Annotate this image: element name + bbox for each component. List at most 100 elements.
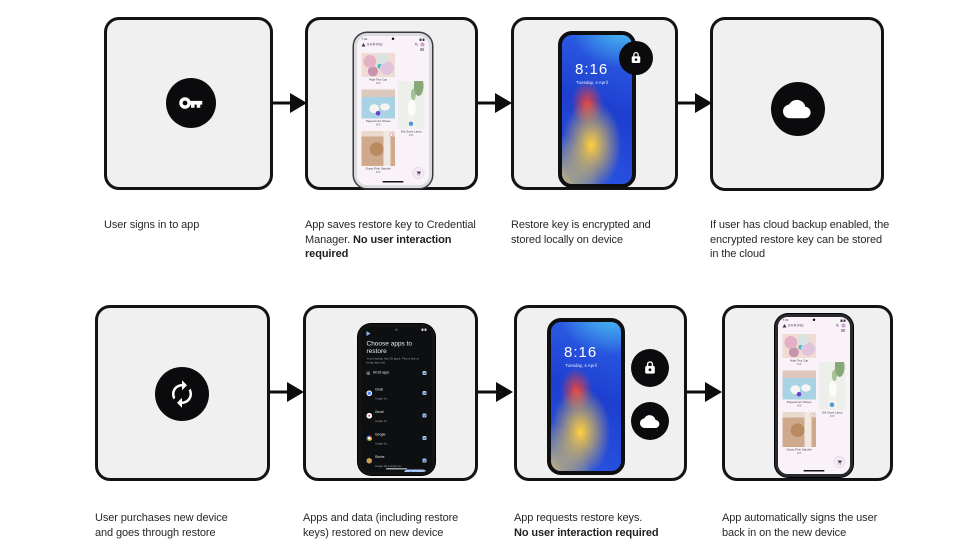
lock-badge — [619, 41, 653, 75]
step-caption-5: User purchases new device and goes throu… — [95, 512, 228, 539]
checkbox-app — [422, 436, 427, 440]
shrine-app-icon — [366, 457, 372, 464]
checkbox-app — [422, 458, 427, 463]
product-card: High Tea Cup $18 — [361, 53, 395, 85]
status-time: 7:30 — [782, 319, 789, 322]
avatar — [841, 323, 846, 328]
product-image-lamp — [818, 362, 846, 410]
shrine-screen: 7:30 SHRINE — [357, 36, 429, 185]
gesture-bar — [386, 467, 407, 470]
product-badge — [375, 111, 381, 116]
lock-icon — [631, 52, 641, 63]
search-icon — [835, 323, 839, 327]
step-caption-3: Restore key is encrypted and stored loca… — [511, 219, 651, 246]
lock-date: Tuesday, 4 April — [576, 80, 608, 85]
step-card-6: Choose apps to restore Your backup has 2… — [303, 305, 478, 481]
app-name: Google — [375, 433, 386, 437]
step-card-3: 8:16 Tuesday, 4 April — [511, 17, 678, 190]
lock-badge — [631, 349, 669, 387]
product-price: $25 — [375, 171, 381, 174]
product-name: High Tea Cup — [790, 359, 809, 363]
gesture-bar — [803, 469, 825, 472]
step-caption-6: Apps and data (including restore keys) r… — [303, 512, 459, 539]
google-logo-icon — [366, 331, 371, 336]
cart-fab — [412, 167, 425, 179]
cloud-icon — [771, 82, 825, 136]
cloud-badge — [631, 402, 669, 440]
status-icons — [419, 38, 425, 41]
filter-row — [357, 47, 429, 51]
lock-date: Tuesday, 4 April — [565, 363, 597, 368]
camera-dot — [395, 328, 398, 331]
checkbox-app — [422, 413, 427, 418]
product-image-teacup — [782, 334, 816, 358]
product-price: $25 — [796, 452, 802, 455]
app-vendor: Google Inc. — [375, 442, 388, 446]
checkbox-app — [422, 391, 427, 395]
cloud-icon — [639, 414, 659, 428]
app-name: Gmail — [375, 410, 384, 415]
sync-glyph — [172, 380, 192, 408]
product-name: Gilt Store Lamp — [400, 130, 422, 134]
flow-arrow-5 — [478, 382, 513, 402]
lock-wallpaper — [551, 322, 621, 471]
product-grid: High Tea Cup $18 Peppermint Shoes $58 — [357, 51, 429, 179]
camera-dot — [391, 37, 395, 40]
key-icon — [166, 78, 216, 128]
phone-locked: 8:16 Tuesday, 4 April — [558, 31, 636, 188]
step-caption-4: If user has cloud backup enabled, the en… — [710, 219, 890, 261]
shrine-screen: 7:30 SHRINE — [778, 317, 850, 474]
product-name: Peppermint Shoes — [786, 401, 812, 404]
step-caption-2: App saves restore key to Credential Mana… — [305, 219, 476, 261]
product-badge — [408, 121, 414, 126]
step-card-5 — [95, 305, 270, 481]
cloud-glyph — [783, 99, 811, 119]
product-image-satchel — [782, 412, 816, 447]
flow-arrow-2 — [477, 93, 512, 113]
checkbox-all-apps — [422, 371, 427, 375]
gmail-app-icon — [366, 412, 372, 419]
key-glyph — [179, 97, 203, 109]
shrine-logo-icon — [782, 323, 787, 328]
status-bar: 7:30 — [778, 317, 850, 322]
status-icons — [421, 328, 427, 331]
tune-icon — [420, 48, 424, 51]
avatar — [420, 42, 425, 47]
lock-icon — [645, 361, 655, 374]
phone-shrine-first: 7:30 SHRINE — [354, 33, 432, 188]
restore-title: Choose apps to restore — [366, 339, 413, 355]
status-icons — [840, 319, 846, 322]
all-apps-label: All 26 apps — [373, 371, 390, 375]
status-bar: 7:30 — [357, 36, 429, 41]
product-card: Peppermint Shoes $58 — [782, 370, 816, 408]
product-badge — [829, 402, 835, 407]
gesture-bar — [382, 180, 404, 183]
restore-screen: Choose apps to restore Your backup has 2… — [361, 327, 432, 472]
product-name: High Tea Cup — [369, 78, 388, 82]
step-caption-8: App automatically signs the user back in… — [722, 512, 878, 539]
product-card: Gilt Store Lamp $45 — [818, 362, 846, 418]
product-image-satchel — [361, 131, 395, 166]
camera-dot — [812, 318, 816, 321]
product-price: $18 — [796, 363, 802, 366]
shrine-logo-icon — [361, 42, 366, 47]
product-card: Dusty Pink Satchel $25 — [361, 131, 395, 174]
apps-grid-icon — [366, 371, 370, 375]
clock-app-icon — [366, 390, 372, 396]
product-price: $18 — [375, 82, 381, 85]
product-badge — [389, 133, 393, 137]
step-card-2: 7:30 SHRINE — [305, 17, 478, 190]
app-vendor: Google Inc. — [375, 397, 388, 401]
tune-icon — [841, 329, 845, 332]
shrine-app-bar: SHRINE — [357, 41, 429, 47]
product-grid: High Tea Cup $18 Peppermint Shoes $58 — [778, 332, 850, 460]
app-vendor: Google CE example Inc. — [375, 465, 403, 468]
product-price: $45 — [829, 415, 835, 418]
filter-row — [778, 328, 850, 332]
product-price: $58 — [796, 404, 802, 408]
all-apps-row: All 26 apps — [366, 371, 427, 375]
phone-restore-flow: Choose apps to restore Your backup has 2… — [358, 324, 435, 475]
